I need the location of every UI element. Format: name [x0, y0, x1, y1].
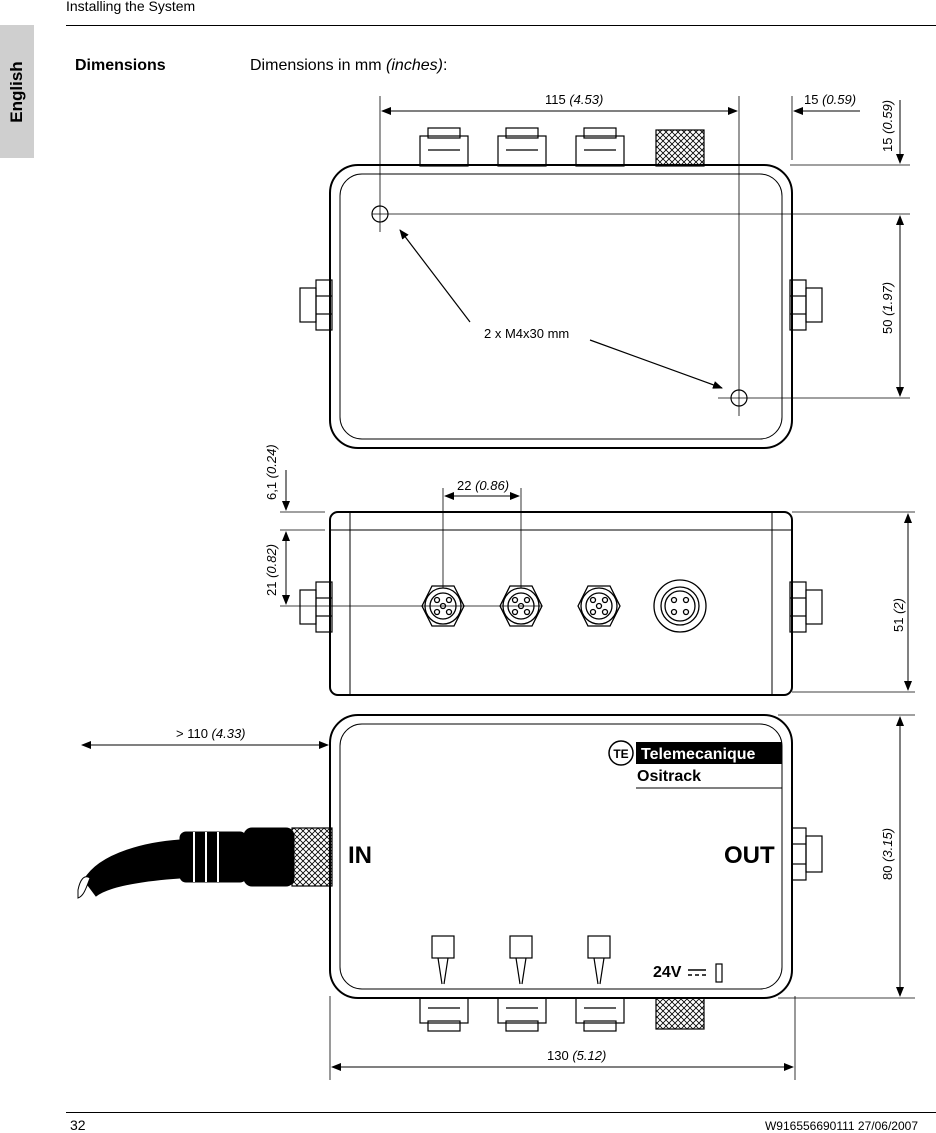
- brand-name: Telemecanique: [641, 746, 756, 763]
- dim-130-label: 130 (5.12): [547, 1048, 606, 1063]
- top-view-labels: 115 (4.53) 15 (0.59) 15 (0.59) 50 (1.97)…: [484, 92, 895, 341]
- document-reference: W916556690111 27/06/2007: [764, 1119, 918, 1133]
- screw-label: 2 x M4x30 mm: [484, 326, 569, 341]
- dim-15-vertical-label: 15 (0.59): [880, 100, 895, 152]
- telemecanique-logo: TE Telemecanique: [608, 740, 782, 766]
- top-connectors: [419, 127, 705, 167]
- dim-22-label: 22 (0.86): [457, 478, 509, 493]
- m12-power-connector: [653, 579, 707, 633]
- top-housing: [329, 164, 793, 449]
- bottom-connectors: [419, 994, 705, 1032]
- dim-80-label: 80 (3.15): [880, 828, 895, 880]
- status-leds: [431, 935, 723, 985]
- dim-50-label: 50 (1.97): [880, 282, 895, 334]
- input-cable: [77, 827, 333, 899]
- dim-21-label: 21 (0.82): [264, 544, 279, 596]
- front-side-connectors: [299, 581, 823, 633]
- description-suffix: :: [442, 57, 448, 74]
- voltage-label: 24V: [653, 964, 682, 981]
- section-description: Dimensions in mm (inches):: [250, 57, 447, 75]
- section-title: Dimensions: [75, 57, 166, 74]
- dim-51-label: 51 (2): [891, 598, 906, 632]
- dc-symbol: [688, 969, 706, 976]
- top-view: [299, 96, 910, 449]
- footer-rule: [66, 1112, 936, 1113]
- front-housing: [329, 511, 793, 696]
- running-header: Installing the System: [66, 0, 196, 14]
- svg-text:TE: TE: [613, 747, 628, 761]
- out-side-connector: [789, 827, 823, 881]
- in-label: IN: [348, 842, 372, 869]
- dim-6-1-label: 6,1 (0.24): [264, 444, 279, 500]
- m12-connector: [577, 585, 621, 627]
- product-name: Ositrack: [637, 768, 701, 785]
- description-units: (inches): [386, 57, 443, 74]
- header-rule: [66, 25, 936, 26]
- bottom-view-labels: Ositrack IN OUT 24V > 110 (4.33) 80 (3.1…: [176, 726, 895, 1063]
- description-prefix: Dimensions in mm: [250, 57, 387, 74]
- front-view-labels: 6,1 (0.24) 21 (0.82) 22 (0.86) 51 (2): [264, 444, 906, 632]
- bottom-view: [77, 714, 915, 1080]
- dim-15-horizontal-label: 15 (0.59): [804, 92, 856, 107]
- page-number: 32: [70, 1117, 86, 1133]
- dim-115-label: 115 (4.53): [545, 92, 603, 107]
- top-side-connectors: [299, 279, 823, 331]
- dim-110-label: > 110 (4.33): [176, 726, 246, 741]
- language-tab: English: [0, 25, 34, 158]
- out-label: OUT: [724, 842, 775, 869]
- front-view: [280, 470, 915, 696]
